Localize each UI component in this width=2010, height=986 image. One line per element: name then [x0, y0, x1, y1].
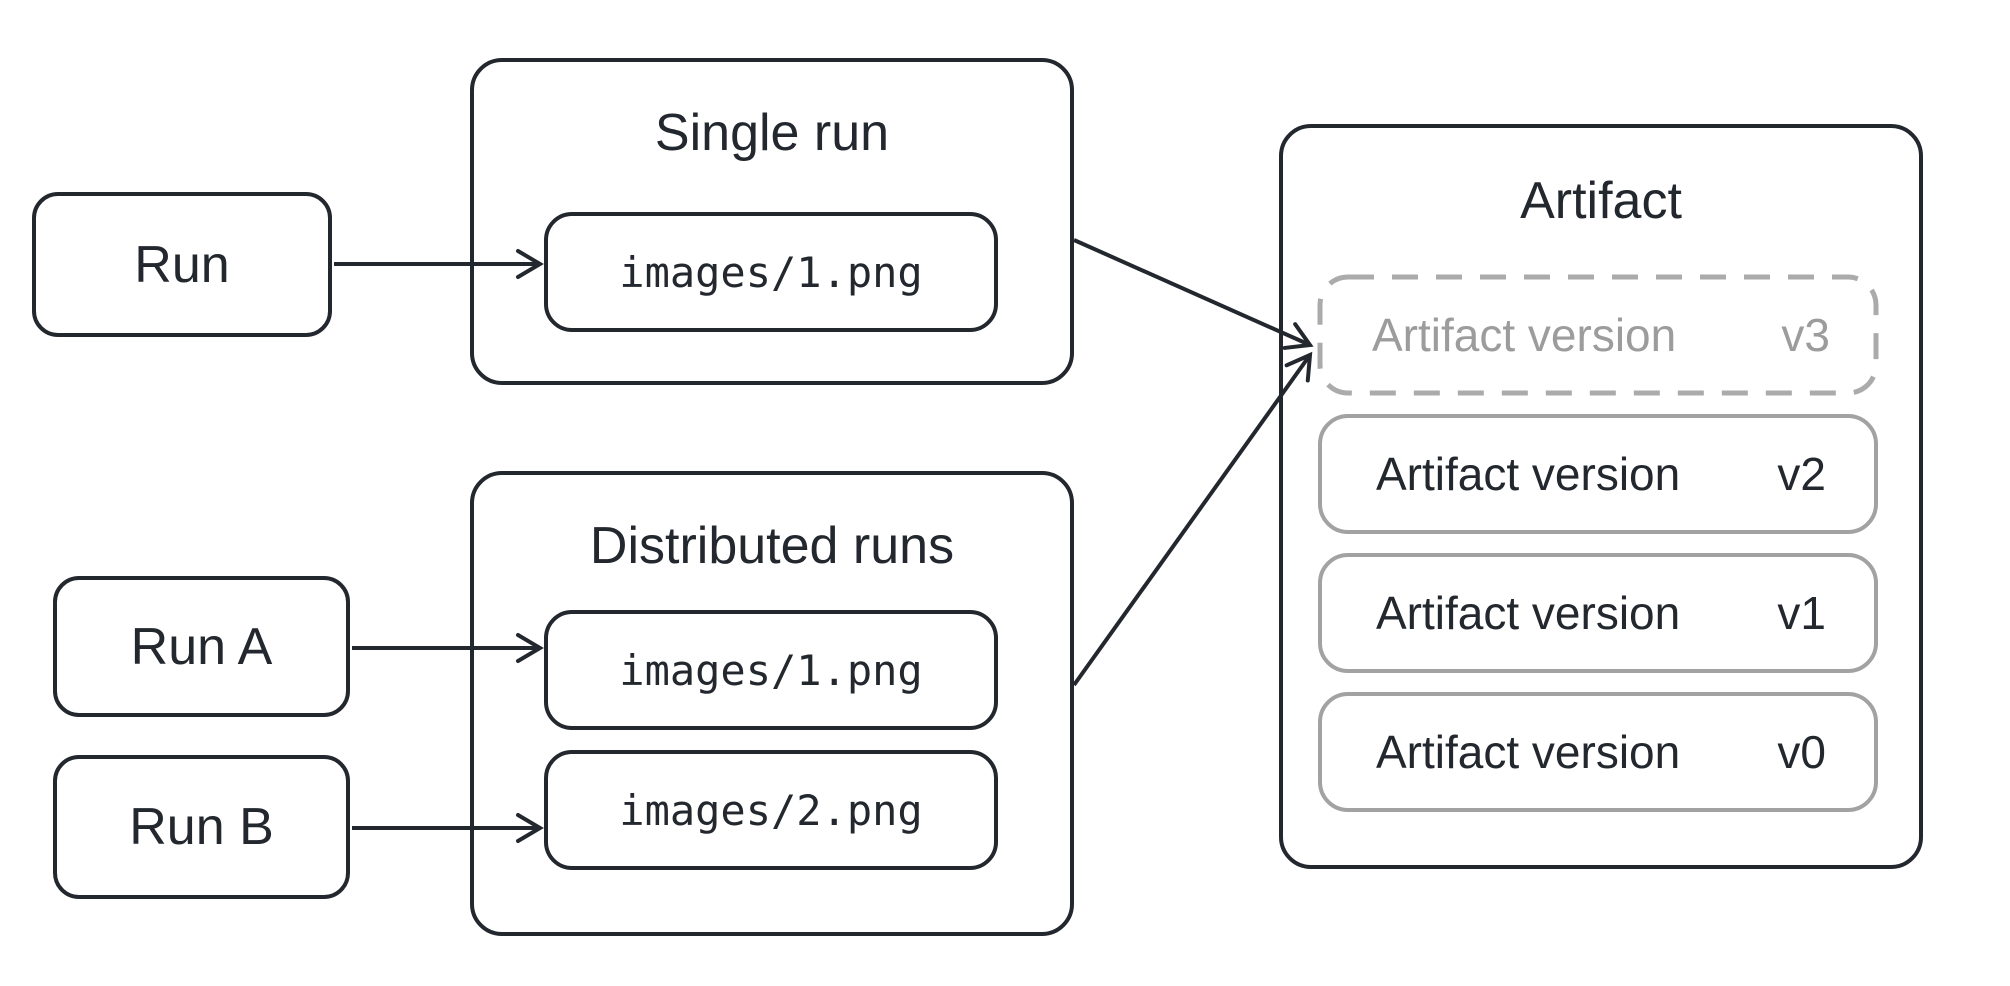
artifact-version-v3: Artifact version v3: [1318, 275, 1878, 395]
node-run-b: Run B: [53, 755, 350, 899]
artifact-version-label: Artifact version: [1376, 448, 1681, 500]
artifact-version-v2: Artifact version v2: [1318, 414, 1878, 534]
file-label: images/2.png: [619, 785, 923, 835]
file-box-distributed-images-1: images/1.png: [544, 610, 998, 730]
node-run-label: Run: [134, 235, 230, 294]
group-artifact-title: Artifact: [1520, 172, 1682, 230]
artifact-version-tag: v3: [1781, 309, 1830, 361]
artifact-version-v1: Artifact version v1: [1318, 553, 1878, 673]
arrow-distributed-runs-to-artifact-v3: [1072, 351, 1313, 687]
artifact-version-tag: v0: [1777, 726, 1826, 778]
file-label: images/1.png: [619, 247, 923, 297]
file-label: images/1.png: [619, 645, 923, 695]
artifact-version-v0: Artifact version v0: [1318, 692, 1878, 812]
file-box-single-run-images-1: images/1.png: [544, 212, 998, 332]
node-run-a: Run A: [53, 576, 350, 717]
artifact-version-tag: v2: [1777, 448, 1826, 500]
artifact-version-label: Artifact version: [1376, 587, 1681, 639]
node-run-a-label: Run A: [130, 617, 273, 676]
node-run-b-label: Run B: [129, 798, 274, 856]
artifact-version-label: Artifact version: [1372, 309, 1677, 361]
artifact-version-tag: v1: [1777, 587, 1826, 639]
file-box-distributed-images-2: images/2.png: [544, 750, 998, 870]
arrow-single-run-to-artifact-v3: [1073, 238, 1314, 350]
group-distributed-runs-title: Distributed runs: [589, 517, 955, 575]
group-single-run-title: Single run: [654, 104, 890, 162]
node-run: Run: [32, 192, 332, 337]
artifact-version-label: Artifact version: [1376, 726, 1681, 778]
